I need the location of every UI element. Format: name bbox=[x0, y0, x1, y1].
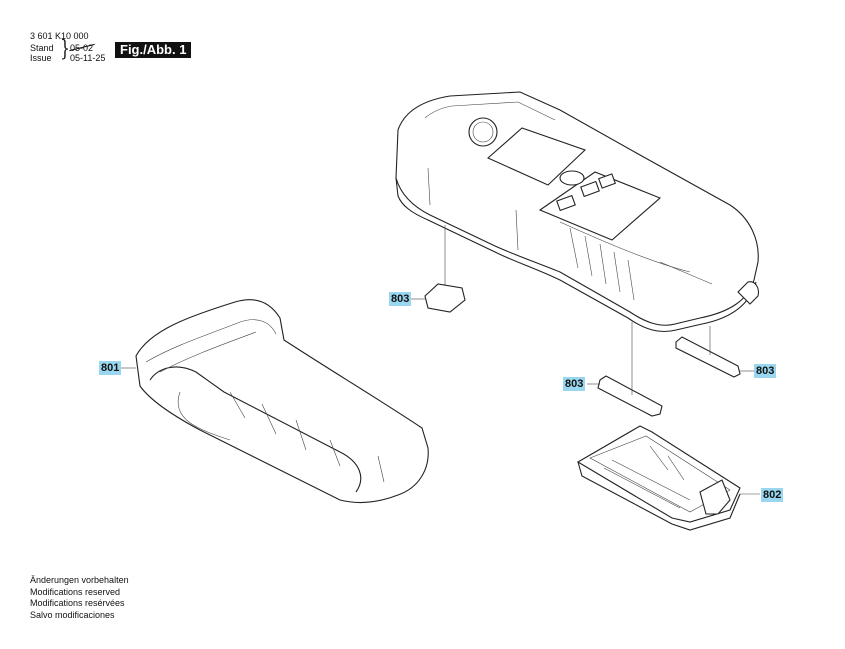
brace-icon: } bbox=[60, 37, 70, 62]
battery-cover-shape bbox=[576, 425, 760, 531]
callout-803-pad-left: 803 bbox=[389, 292, 412, 306]
issue-label: Issue bbox=[30, 53, 52, 63]
callout-803-pad-right: 803 bbox=[754, 364, 777, 378]
pad-left-shape bbox=[424, 225, 466, 313]
note-line: Änderungen vorbehalten bbox=[30, 575, 129, 585]
part-number: 3 601 K10 000 bbox=[30, 31, 89, 41]
change-notes: Änderungen vorbehalten Modifications res… bbox=[30, 575, 129, 621]
detector-device bbox=[395, 91, 759, 333]
figure-label: Fig./Abb. 1 bbox=[115, 42, 192, 58]
note-line: Modifications resérvées bbox=[30, 598, 125, 608]
pad-middle-shape bbox=[597, 322, 663, 417]
pad-right-shape bbox=[675, 326, 741, 378]
note-line: Modifications reserved bbox=[30, 586, 121, 597]
date-current: 05-11-25 bbox=[70, 53, 106, 63]
pouch-shape bbox=[120, 299, 429, 504]
stand-label: Stand bbox=[30, 43, 54, 53]
note-line: Salvo modificaciones bbox=[30, 609, 115, 620]
callout-802-battery-cover: 802 bbox=[761, 488, 784, 502]
callout-801-pouch: 801 bbox=[99, 361, 122, 375]
callout-803-pad-middle: 803 bbox=[563, 377, 586, 391]
